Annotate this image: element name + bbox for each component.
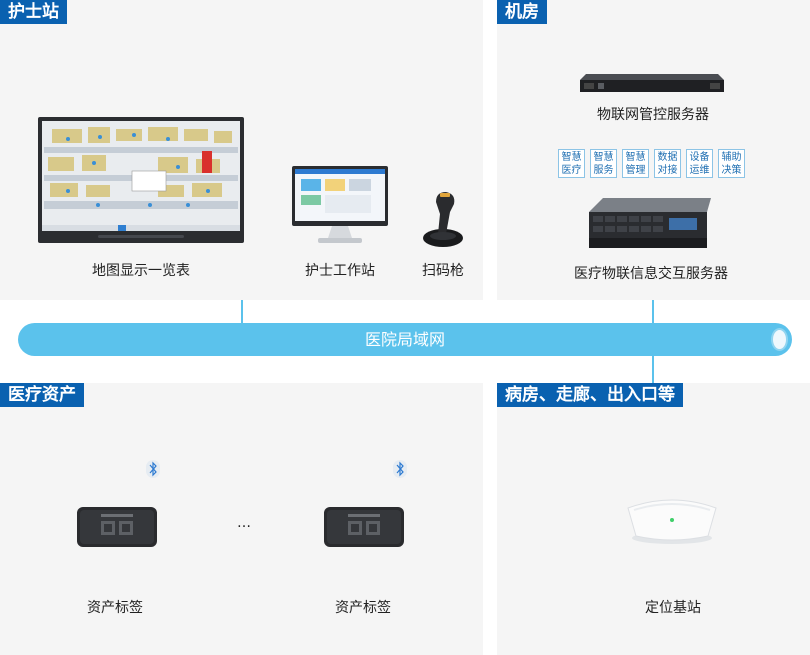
asset-tag-icon <box>77 507 157 547</box>
exchange-server-label: 医疗物联信息交互服务器 <box>574 266 728 282</box>
wards-title: 病房、走廊、出入口等 <box>497 383 683 407</box>
hospital-lan-label: 医院局域网 <box>364 330 445 349</box>
rack-server-icon <box>580 74 724 92</box>
medical-assets-title: 医疗资产 <box>0 383 84 407</box>
hospital-lan-pipe: 医院局域网 <box>18 323 792 356</box>
barcode-scanner-icon <box>423 192 463 247</box>
base-station-label: 定位基站 <box>645 600 701 616</box>
machine-room-title: 机房 <box>497 0 547 24</box>
tower-server-icon <box>589 198 711 248</box>
service-chip: 智慧管理 <box>622 149 649 178</box>
map-display-label: 地图显示一览表 <box>92 263 190 279</box>
monitor-icon <box>38 117 244 243</box>
bluetooth-icon <box>146 460 160 478</box>
service-chip: 数据对接 <box>654 149 681 178</box>
pipe-end <box>771 328 788 351</box>
asset-tag-icon <box>324 507 404 547</box>
service-chip: 辅助决策 <box>718 149 745 178</box>
machine-room-panel: 机房 <box>497 0 810 300</box>
nurse-station-title: 护士站 <box>0 0 67 24</box>
bluetooth-icon <box>393 460 407 478</box>
service-chip: 智慧医疗 <box>558 149 585 178</box>
ellipsis: … <box>237 515 251 531</box>
asset-tag-label-2: 资产标签 <box>335 600 391 616</box>
connector-nurse <box>241 300 243 324</box>
connector-station <box>652 355 654 383</box>
connector-server <box>652 300 654 324</box>
base-station-icon <box>627 499 717 544</box>
scanner-label: 扫码枪 <box>422 263 464 279</box>
iot-server-label: 物联网管控服务器 <box>597 107 709 123</box>
asset-tag-label-1: 资产标签 <box>87 600 143 616</box>
service-chip: 设备运维 <box>686 149 713 178</box>
nurse-workstation-label: 护士工作站 <box>305 263 375 279</box>
service-chip: 智慧服务 <box>590 149 617 178</box>
service-chips: 智慧医疗 智慧服务 智慧管理 数据对接 设备运维 辅助决策 <box>558 149 745 178</box>
workstation-icon <box>292 166 388 243</box>
